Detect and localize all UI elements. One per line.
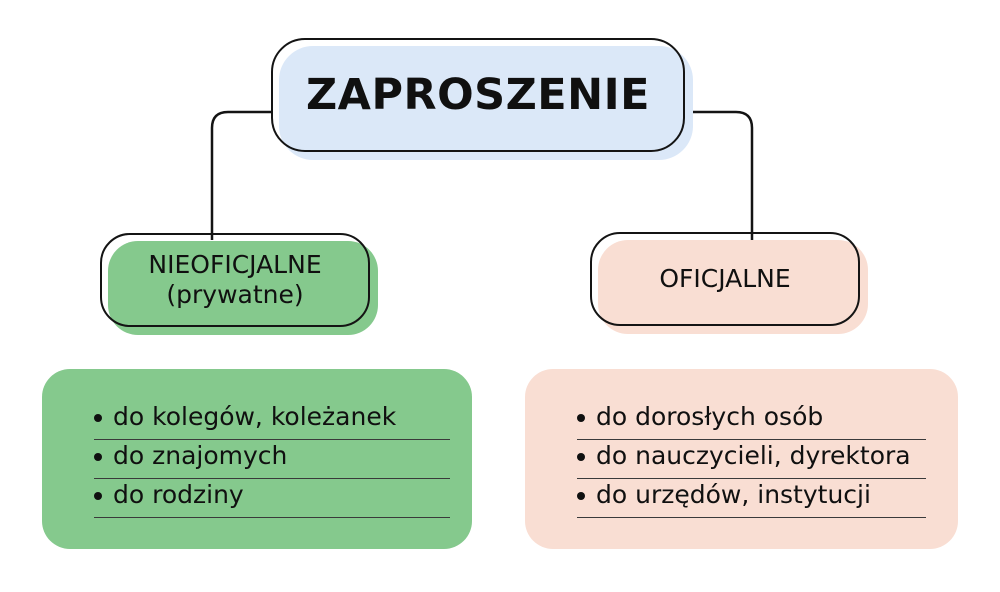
node-oficjalne[interactable]: OFICJALNE	[590, 232, 868, 334]
list-card-nieoficjalne: do kolegów, koleżanek do znajomych do ro…	[42, 369, 472, 549]
node-zaproszenie[interactable]: ZAPROSZENIE	[271, 38, 693, 160]
node-zaproszenie-fill	[279, 46, 693, 160]
bullet-icon	[577, 491, 585, 500]
list-item-text: do znajomych	[113, 440, 288, 470]
list-item: do kolegów, koleżanek	[94, 401, 450, 440]
bullet-icon	[577, 413, 585, 422]
list-item: do urzędów, instytucji	[577, 479, 926, 518]
bullet-icon	[94, 452, 102, 461]
list-item-text: do dorosłych osób	[596, 401, 824, 431]
bullet-icon	[94, 413, 102, 422]
list-item: do nauczycieli, dyrektora	[577, 440, 926, 479]
node-oficjalne-line1: OFICJALNE	[659, 263, 791, 293]
list-item: do znajomych	[94, 440, 450, 479]
connector-root-to-official	[685, 110, 754, 240]
node-nieoficjalne[interactable]: NIEOFICJALNE (prywatne)	[100, 233, 378, 335]
node-oficjalne-fill	[598, 240, 868, 334]
node-nieoficjalne-outline	[100, 233, 370, 327]
bullet-icon	[94, 491, 102, 500]
list-item-text: do rodziny	[113, 479, 244, 509]
node-zaproszenie-outline	[271, 38, 685, 152]
bullet-icon	[577, 452, 585, 461]
node-nieoficjalne-label: NIEOFICJALNE (prywatne)	[100, 233, 370, 327]
list-item: do dorosłych osób	[577, 401, 926, 440]
list-nieoficjalne: do kolegów, koleżanek do znajomych do ro…	[94, 401, 450, 518]
list-item: do rodziny	[94, 479, 450, 518]
node-zaproszenie-label: ZAPROSZENIE	[305, 69, 651, 120]
node-oficjalne-outline	[590, 232, 860, 326]
node-nieoficjalne-line1: NIEOFICJALNE	[148, 249, 322, 279]
node-nieoficjalne-line2: (prywatne)	[166, 280, 304, 309]
list-item-text: do kolegów, koleżanek	[113, 401, 397, 431]
list-oficjalne: do dorosłych osób do nauczycieli, dyrekt…	[577, 401, 926, 518]
node-nieoficjalne-fill	[108, 241, 378, 335]
list-item-text: do nauczycieli, dyrektora	[596, 440, 911, 470]
connector-root-to-informal	[210, 110, 271, 240]
list-item-text: do urzędów, instytucji	[596, 479, 871, 509]
list-card-oficjalne: do dorosłych osób do nauczycieli, dyrekt…	[525, 369, 958, 549]
node-oficjalne-label: OFICJALNE	[590, 232, 860, 326]
